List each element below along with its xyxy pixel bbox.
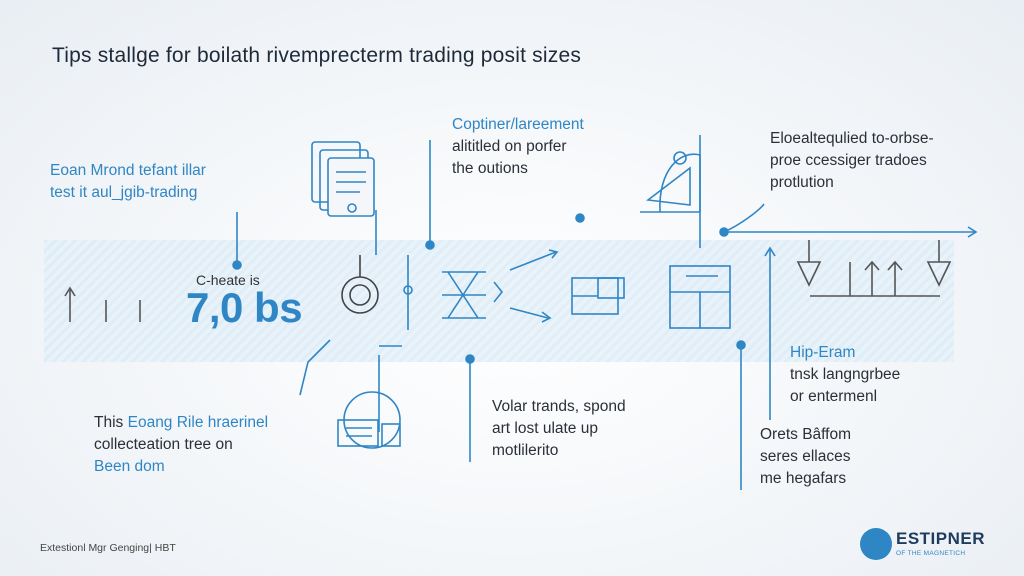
crossed-arrows-icon (442, 271, 486, 319)
label-top-left: Eoan Mrond tefant illar test it aul_jgib… (50, 160, 206, 204)
sail-icon (640, 153, 701, 213)
label-line: Hip-Eram (790, 344, 856, 361)
brand-logo: ESTIPNER OF THE MAGNETICH (858, 528, 998, 562)
page-title: Tips stallge for boilath rivemprecterm t… (52, 44, 582, 67)
logo-icon (860, 528, 892, 560)
label-line: Orets Bâffom (760, 426, 852, 443)
label-bottom-right: Orets Bâffom seres ellaces me hegafars (760, 424, 851, 490)
label-line: proe ccessiger tradoes (770, 152, 927, 169)
label-line: Eoang Rile hraerinel (127, 414, 269, 431)
arrow-head (967, 226, 978, 238)
label-line: collecteation tree on (94, 436, 233, 453)
label-top-center: Coptiner/lareement alititled on porfer t… (452, 114, 584, 180)
label-line: tnsk langngrbee (790, 366, 901, 383)
label-top-right: Eloealtequlied to-orbse- proe ccessiger … (770, 128, 934, 194)
label-line: test it aul_jgib-trading (50, 184, 198, 201)
footer-text: Extestionl Mgr Genging| HBT (40, 542, 176, 554)
label-right-mid: Hip-Eram tnsk langngrbee or entermenl (790, 342, 900, 408)
label-line: seres ellaces (760, 448, 851, 465)
band-big-value: 7,0 bs (186, 284, 303, 331)
label-line: me hegafars (760, 470, 847, 487)
label-line: This (94, 414, 124, 431)
label-bottom-center: Volar trands, spond art lost ulate up mo… (492, 396, 626, 462)
logo-name: ESTIPNER (896, 529, 986, 548)
connector-curve (299, 339, 331, 396)
gauge-icon (341, 276, 379, 314)
connector-curve (723, 203, 765, 233)
central-band (44, 240, 954, 362)
label-line: Eloealtequlied to-orbse- (770, 130, 934, 147)
arrow-head (764, 246, 776, 257)
label-line: protlution (770, 174, 834, 191)
connector-dot (465, 354, 475, 364)
connector-dot (425, 240, 435, 250)
label-bottom-left: This Eoang Rile hraerinel collecteation … (94, 412, 268, 478)
label-line: the outions (452, 160, 528, 177)
label-line: alititled on porfer (452, 138, 567, 155)
label-line: Volar trands, spond (492, 398, 626, 415)
label-line: art lost ulate up (492, 420, 598, 437)
band-small-label: C-heate is (196, 272, 260, 288)
label-line: or entermenl (790, 388, 878, 405)
label-line: Eoan Mrond tefant illar (50, 162, 206, 179)
connector-dot (232, 260, 242, 270)
arrow-line (509, 307, 549, 319)
label-line: motlilerito (492, 442, 559, 459)
connector-dot (575, 213, 585, 223)
arrow-line (509, 251, 557, 271)
logo-tagline: OF THE MAGNETICH (896, 550, 966, 557)
label-line: Coptiner/lareement (452, 116, 584, 133)
label-line: Been dom (94, 458, 165, 475)
connector-dot (736, 340, 746, 350)
